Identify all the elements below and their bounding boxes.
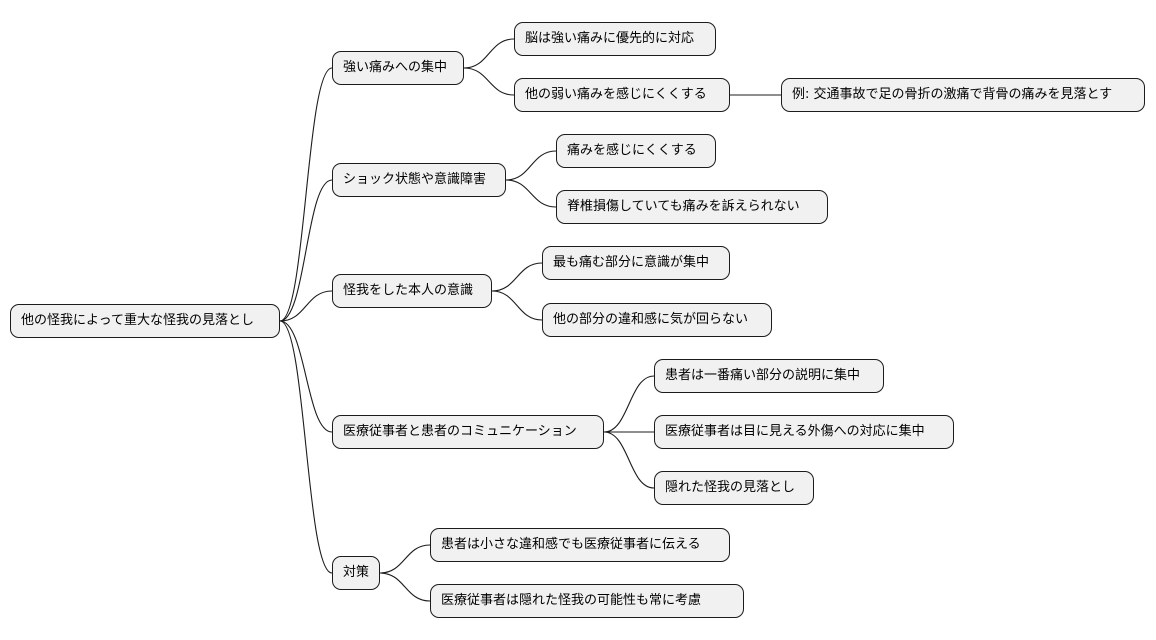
edge-root-branch-1 bbox=[279, 67, 333, 322]
leaf-patient-report-small-discomfort: 患者は小さな違和感でも医療従事者に伝える bbox=[430, 528, 730, 562]
edge-root-branch-3 bbox=[279, 290, 333, 322]
root-node: 他の怪我によって重大な怪我の見落とし bbox=[10, 304, 280, 338]
leaf-staff-focus-visible-wounds: 医療従事者は目に見える外傷への対応に集中 bbox=[654, 415, 954, 449]
edge-branch-4-leaf-1 bbox=[603, 375, 655, 433]
edge-branch-3-leaf-2 bbox=[491, 290, 543, 321]
edge-branch-5-leaf-2 bbox=[379, 572, 431, 602]
branch-shock-consciousness: ショック状態や意識障害 bbox=[332, 163, 506, 197]
edge-root-branch-4 bbox=[279, 320, 333, 433]
edge-branch-5-leaf-1 bbox=[379, 544, 431, 574]
branch-strong-pain-focus: 強い痛みへの集中 bbox=[332, 51, 464, 85]
edge-root-branch-2 bbox=[279, 179, 333, 322]
leaf-suppresses-weak-pain: 他の弱い痛みを感じにくくする bbox=[514, 78, 730, 112]
leaf-focus-most-painful: 最も痛む部分に意識が集中 bbox=[542, 246, 730, 280]
edge-root-branch-5 bbox=[279, 320, 333, 574]
leaf-brain-prioritizes-strong-pain: 脳は強い痛みに優先的に対応 bbox=[514, 22, 716, 56]
branch-staff-patient-communication: 医療従事者と患者のコミュニケーション bbox=[332, 415, 604, 449]
edge-branch-2-leaf-2 bbox=[505, 179, 557, 208]
edge-branch-4-leaf-3 bbox=[603, 431, 655, 489]
edge-branch-2-leaf-1 bbox=[505, 150, 557, 181]
leaf-ignore-other-discomfort: 他の部分の違和感に気が回らない bbox=[542, 303, 772, 337]
leaf-hidden-injury-missed: 隠れた怪我の見落とし bbox=[654, 471, 814, 505]
leaf-example-traffic-accident: 例: 交通事故で足の骨折の激痛で背骨の痛みを見落とす bbox=[781, 78, 1145, 112]
edge-branch-3-leaf-1 bbox=[491, 262, 543, 292]
branch-countermeasures: 対策 bbox=[332, 556, 380, 590]
branch-injured-awareness: 怪我をした本人の意識 bbox=[332, 274, 492, 308]
edge-branch-1-leaf-2 bbox=[463, 67, 515, 96]
leaf-staff-consider-hidden-injury: 医療従事者は隠れた怪我の可能性も常に考慮 bbox=[430, 584, 744, 618]
leaf-spinal-injury-unreported: 脊椎損傷していても痛みを訴えられない bbox=[556, 190, 828, 224]
leaf-hard-to-feel-pain: 痛みを感じにくくする bbox=[556, 134, 716, 168]
leaf-patient-explains-worst-pain: 患者は一番痛い部分の説明に集中 bbox=[654, 359, 884, 393]
edge-branch-1-leaf-1 bbox=[463, 38, 515, 69]
